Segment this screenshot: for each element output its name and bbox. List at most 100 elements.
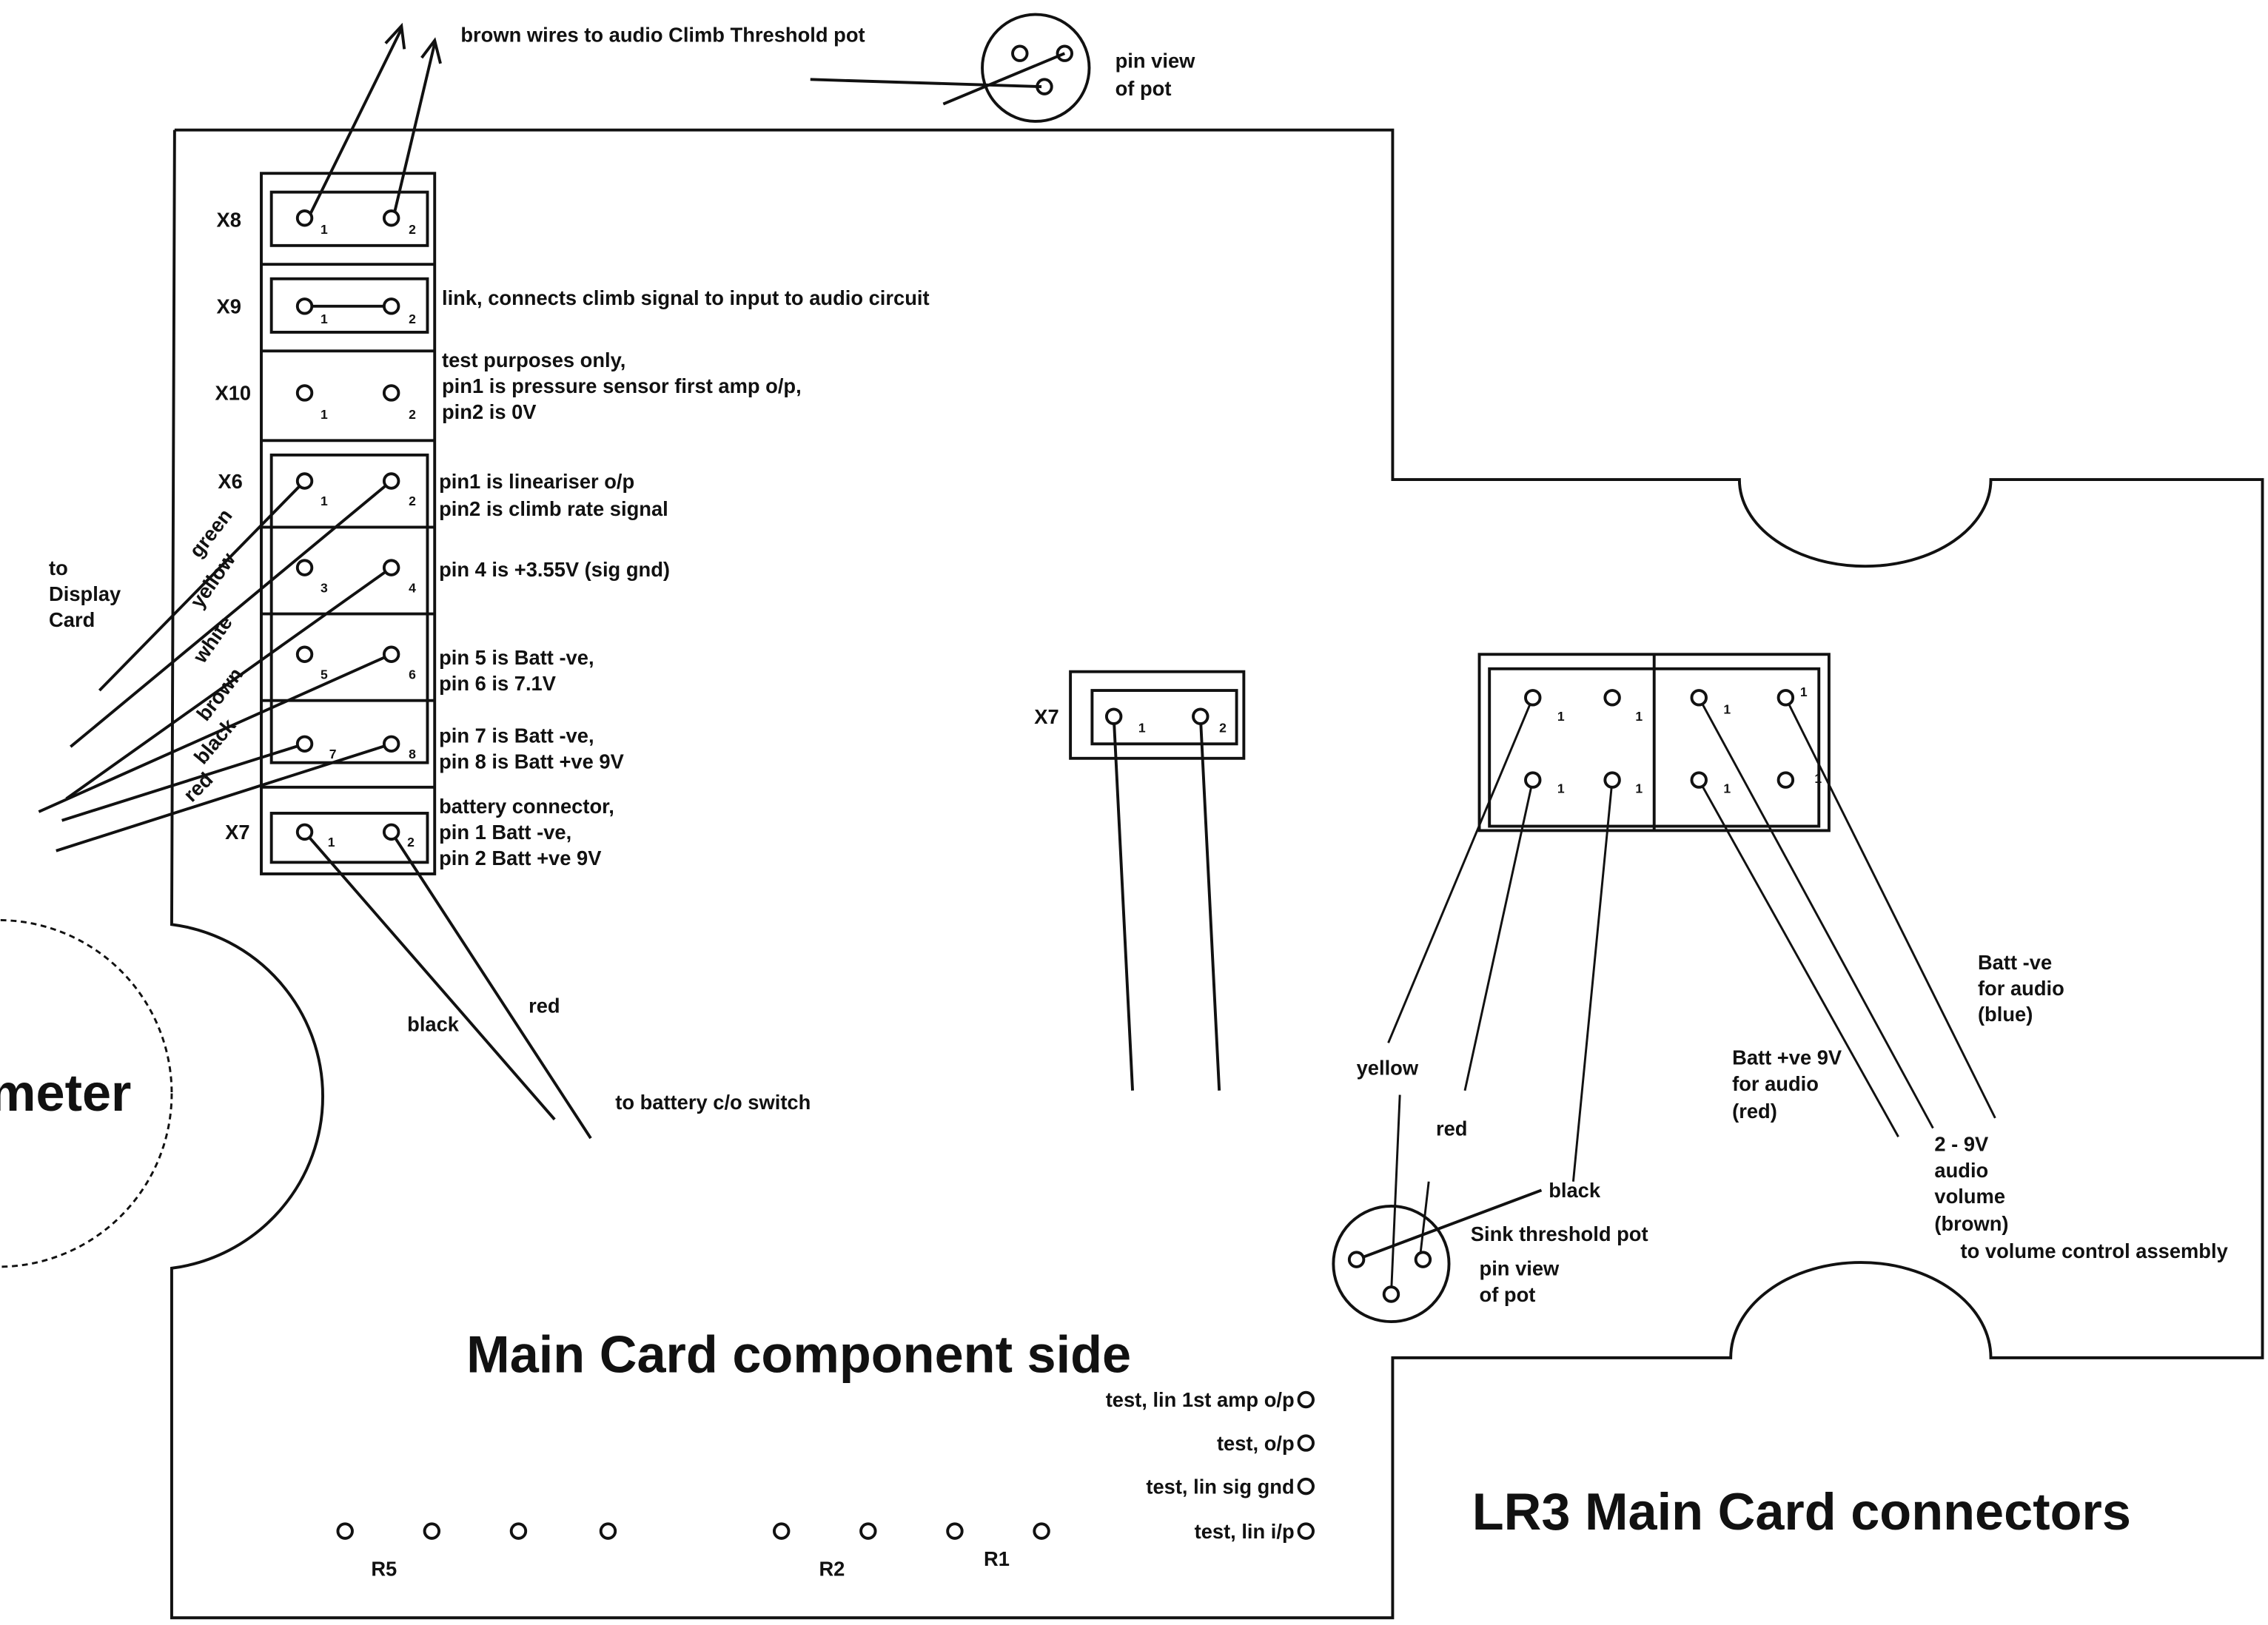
x7-pin-2	[382, 823, 400, 841]
test-point-label: test, o/p	[1217, 1432, 1295, 1455]
mid-x7-pin-1	[1104, 707, 1123, 725]
test-point-label: test, lin i/p	[1195, 1520, 1295, 1543]
x6-note-6: pin 7 is Batt -ve,	[439, 724, 594, 747]
x6-pin-6	[382, 645, 400, 663]
x6-pin-num-8: 8	[409, 747, 416, 761]
sink-pot-view-2: of pot	[1480, 1283, 1536, 1306]
right-pin	[1603, 689, 1621, 707]
x9-pin-2	[382, 297, 400, 315]
test-point	[1297, 1390, 1315, 1409]
sink-pot-pin	[1414, 1251, 1432, 1268]
to-volume-label: to volume control assembly	[1961, 1239, 2229, 1262]
x6-pin-num-7: 7	[329, 747, 337, 761]
right-pin-num: 1	[1557, 709, 1565, 724]
battery-switch-label: to battery c/o switch	[615, 1091, 811, 1114]
mid-x7-pin-2	[1192, 707, 1210, 725]
x7-pin-1-num: 1	[328, 835, 335, 849]
right-pin	[1524, 689, 1542, 707]
test-point	[1297, 1434, 1315, 1452]
right-pin-num: 1	[1814, 771, 1822, 786]
resistor-pad	[509, 1522, 528, 1540]
right-pin	[1777, 771, 1795, 789]
x6-pin-num-6: 6	[409, 667, 416, 682]
batt-pos-2: for audio	[1732, 1072, 1819, 1095]
resistor-label-r5: R5	[371, 1558, 397, 1581]
x10-pin-1-num: 1	[321, 407, 328, 422]
to-display-3: Card	[49, 608, 95, 631]
x9-pin-2-num: 2	[409, 312, 416, 326]
climb-pot-arrows	[309, 22, 442, 215]
top-pot-pin-view	[810, 13, 1091, 123]
x6-note-2: pin2 is climb rate signal	[439, 497, 668, 520]
x7-label: X7	[225, 821, 249, 844]
test-point-label: test, lin sig gnd	[1146, 1475, 1294, 1498]
x7-note-1: battery connector,	[439, 795, 614, 818]
right-pin-num: 1	[1635, 781, 1643, 796]
x9-pin-1	[295, 297, 314, 315]
x7-pin-1	[295, 823, 314, 841]
batt-pos-1: Batt +ve 9V	[1732, 1046, 1842, 1069]
x6-pin-8	[382, 735, 400, 753]
x8-label: X8	[216, 208, 241, 231]
mid-x7-pin-1-num: 1	[1138, 721, 1146, 736]
right-pin-num: 1	[1800, 684, 1808, 699]
right-pin	[1690, 689, 1708, 707]
right-black-label: black	[1549, 1179, 1601, 1202]
resistor-pad	[423, 1522, 441, 1540]
batt-pos-3: (red)	[1732, 1100, 1777, 1123]
meter-label: meter	[0, 1063, 131, 1122]
volume-2: audio	[1934, 1159, 1988, 1182]
resistor-pad	[1033, 1522, 1050, 1540]
right-conn-wires	[1355, 697, 1996, 1295]
x6-label: X6	[218, 470, 242, 493]
resistor-pad	[946, 1522, 964, 1540]
right-pin	[1524, 771, 1542, 789]
x6-pin-num-1: 1	[321, 494, 328, 508]
x9-note: link, connects climb signal to input to …	[442, 286, 930, 309]
x6-pin-2	[382, 472, 400, 490]
batt-neg-1: Batt -ve	[1978, 951, 2052, 974]
battery-wire-black	[303, 831, 556, 1121]
resistor-label-r1: R1	[984, 1547, 1010, 1570]
test-point-label: test, lin 1st amp o/p	[1106, 1388, 1295, 1411]
to-display-1: to	[49, 556, 68, 579]
resistor-label-r2: R2	[819, 1558, 845, 1581]
x9-pin-1-num: 1	[321, 312, 328, 326]
wire-label-white: white	[188, 611, 237, 667]
batt-neg-3: (blue)	[1978, 1003, 2033, 1026]
x10-pin-2-num: 2	[409, 407, 416, 422]
connectors-title: LR3 Main Card connectors	[1472, 1482, 2131, 1541]
right-red-label: red	[1436, 1117, 1468, 1140]
batt-neg-2: for audio	[1978, 977, 2064, 1000]
test-point	[1297, 1477, 1315, 1496]
resistor-pad	[599, 1522, 617, 1540]
wire-label-yellow: yellow	[186, 548, 241, 612]
battery-black-label: black	[407, 1013, 460, 1036]
x8-pin-1	[295, 209, 314, 227]
volume-3: volume	[1934, 1185, 2005, 1208]
x6-note-4: pin 5 is Batt -ve,	[439, 646, 594, 669]
display-wires	[38, 480, 392, 852]
x10-note-3: pin2 is 0V	[442, 400, 537, 423]
x6-pin-4	[382, 559, 400, 576]
x8-pin-1-num: 1	[321, 222, 328, 237]
top-pot-label-2: of pot	[1115, 77, 1172, 100]
x6-note-1: pin1 is lineariser o/p	[439, 470, 634, 493]
right-yellow-label: yellow	[1357, 1056, 1419, 1079]
board-outline	[170, 128, 2264, 1620]
x10-note-1: test purposes only,	[442, 349, 625, 371]
right-pin-num: 1	[1723, 702, 1731, 716]
x10-note-2: pin1 is pressure sensor first amp o/p,	[442, 374, 802, 397]
right-pin	[1690, 771, 1708, 789]
battery-wire-red	[390, 831, 592, 1140]
x6-pin-num-3: 3	[321, 580, 328, 595]
x10-label: X10	[215, 382, 252, 405]
x10-pin-2	[382, 384, 400, 402]
right-pin	[1603, 771, 1621, 789]
connector-stack	[260, 172, 437, 875]
x8-pin-2-num: 2	[409, 222, 416, 237]
component-side-title: Main Card component side	[466, 1325, 1131, 1383]
top-pot-label-1: pin view	[1115, 50, 1196, 73]
test-point	[1297, 1522, 1315, 1540]
